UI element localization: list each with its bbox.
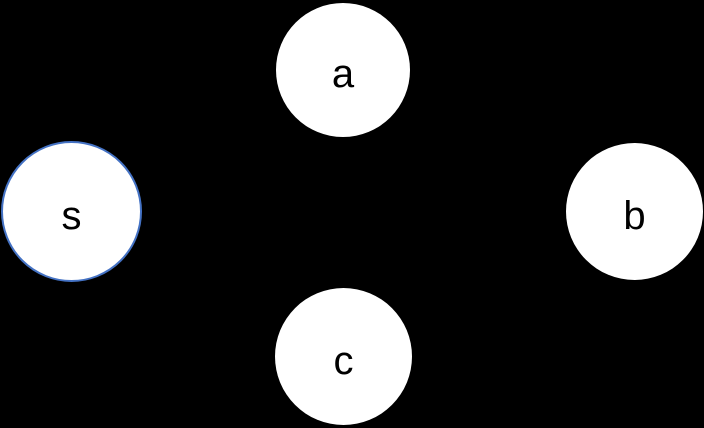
node-a-label: a <box>331 52 355 96</box>
node-s-label: s <box>61 193 82 238</box>
node-a: a <box>276 3 410 137</box>
node-c-label: c <box>333 338 354 383</box>
node-s: s <box>1 141 142 282</box>
node-c: c <box>275 288 412 425</box>
node-b: b <box>566 143 703 280</box>
node-b-label: b <box>623 193 646 238</box>
